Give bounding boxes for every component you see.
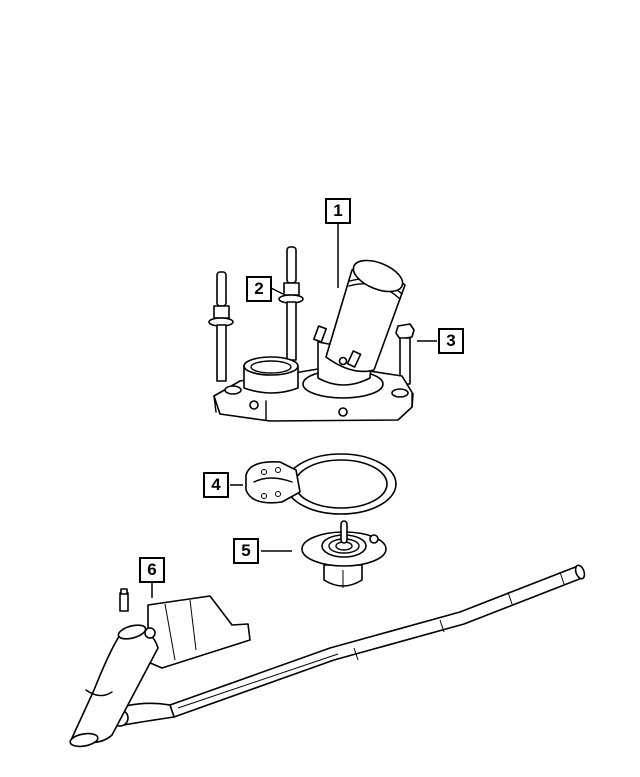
stud-left xyxy=(208,271,234,382)
callout-5[interactable]: 5 xyxy=(233,538,259,564)
callout-4[interactable]: 4 xyxy=(203,472,229,498)
callout-1[interactable]: 1 xyxy=(325,198,351,224)
thermostat-housing xyxy=(213,259,414,422)
callout-6[interactable]: 6 xyxy=(139,557,165,583)
thermostat xyxy=(301,520,387,588)
callout-3[interactable]: 3 xyxy=(438,328,464,354)
stud-right xyxy=(278,246,304,361)
gasket xyxy=(245,453,397,515)
water-outlet-tube-assembly xyxy=(69,564,586,748)
leader-lines xyxy=(151,224,437,598)
callout-2[interactable]: 2 xyxy=(246,276,272,302)
